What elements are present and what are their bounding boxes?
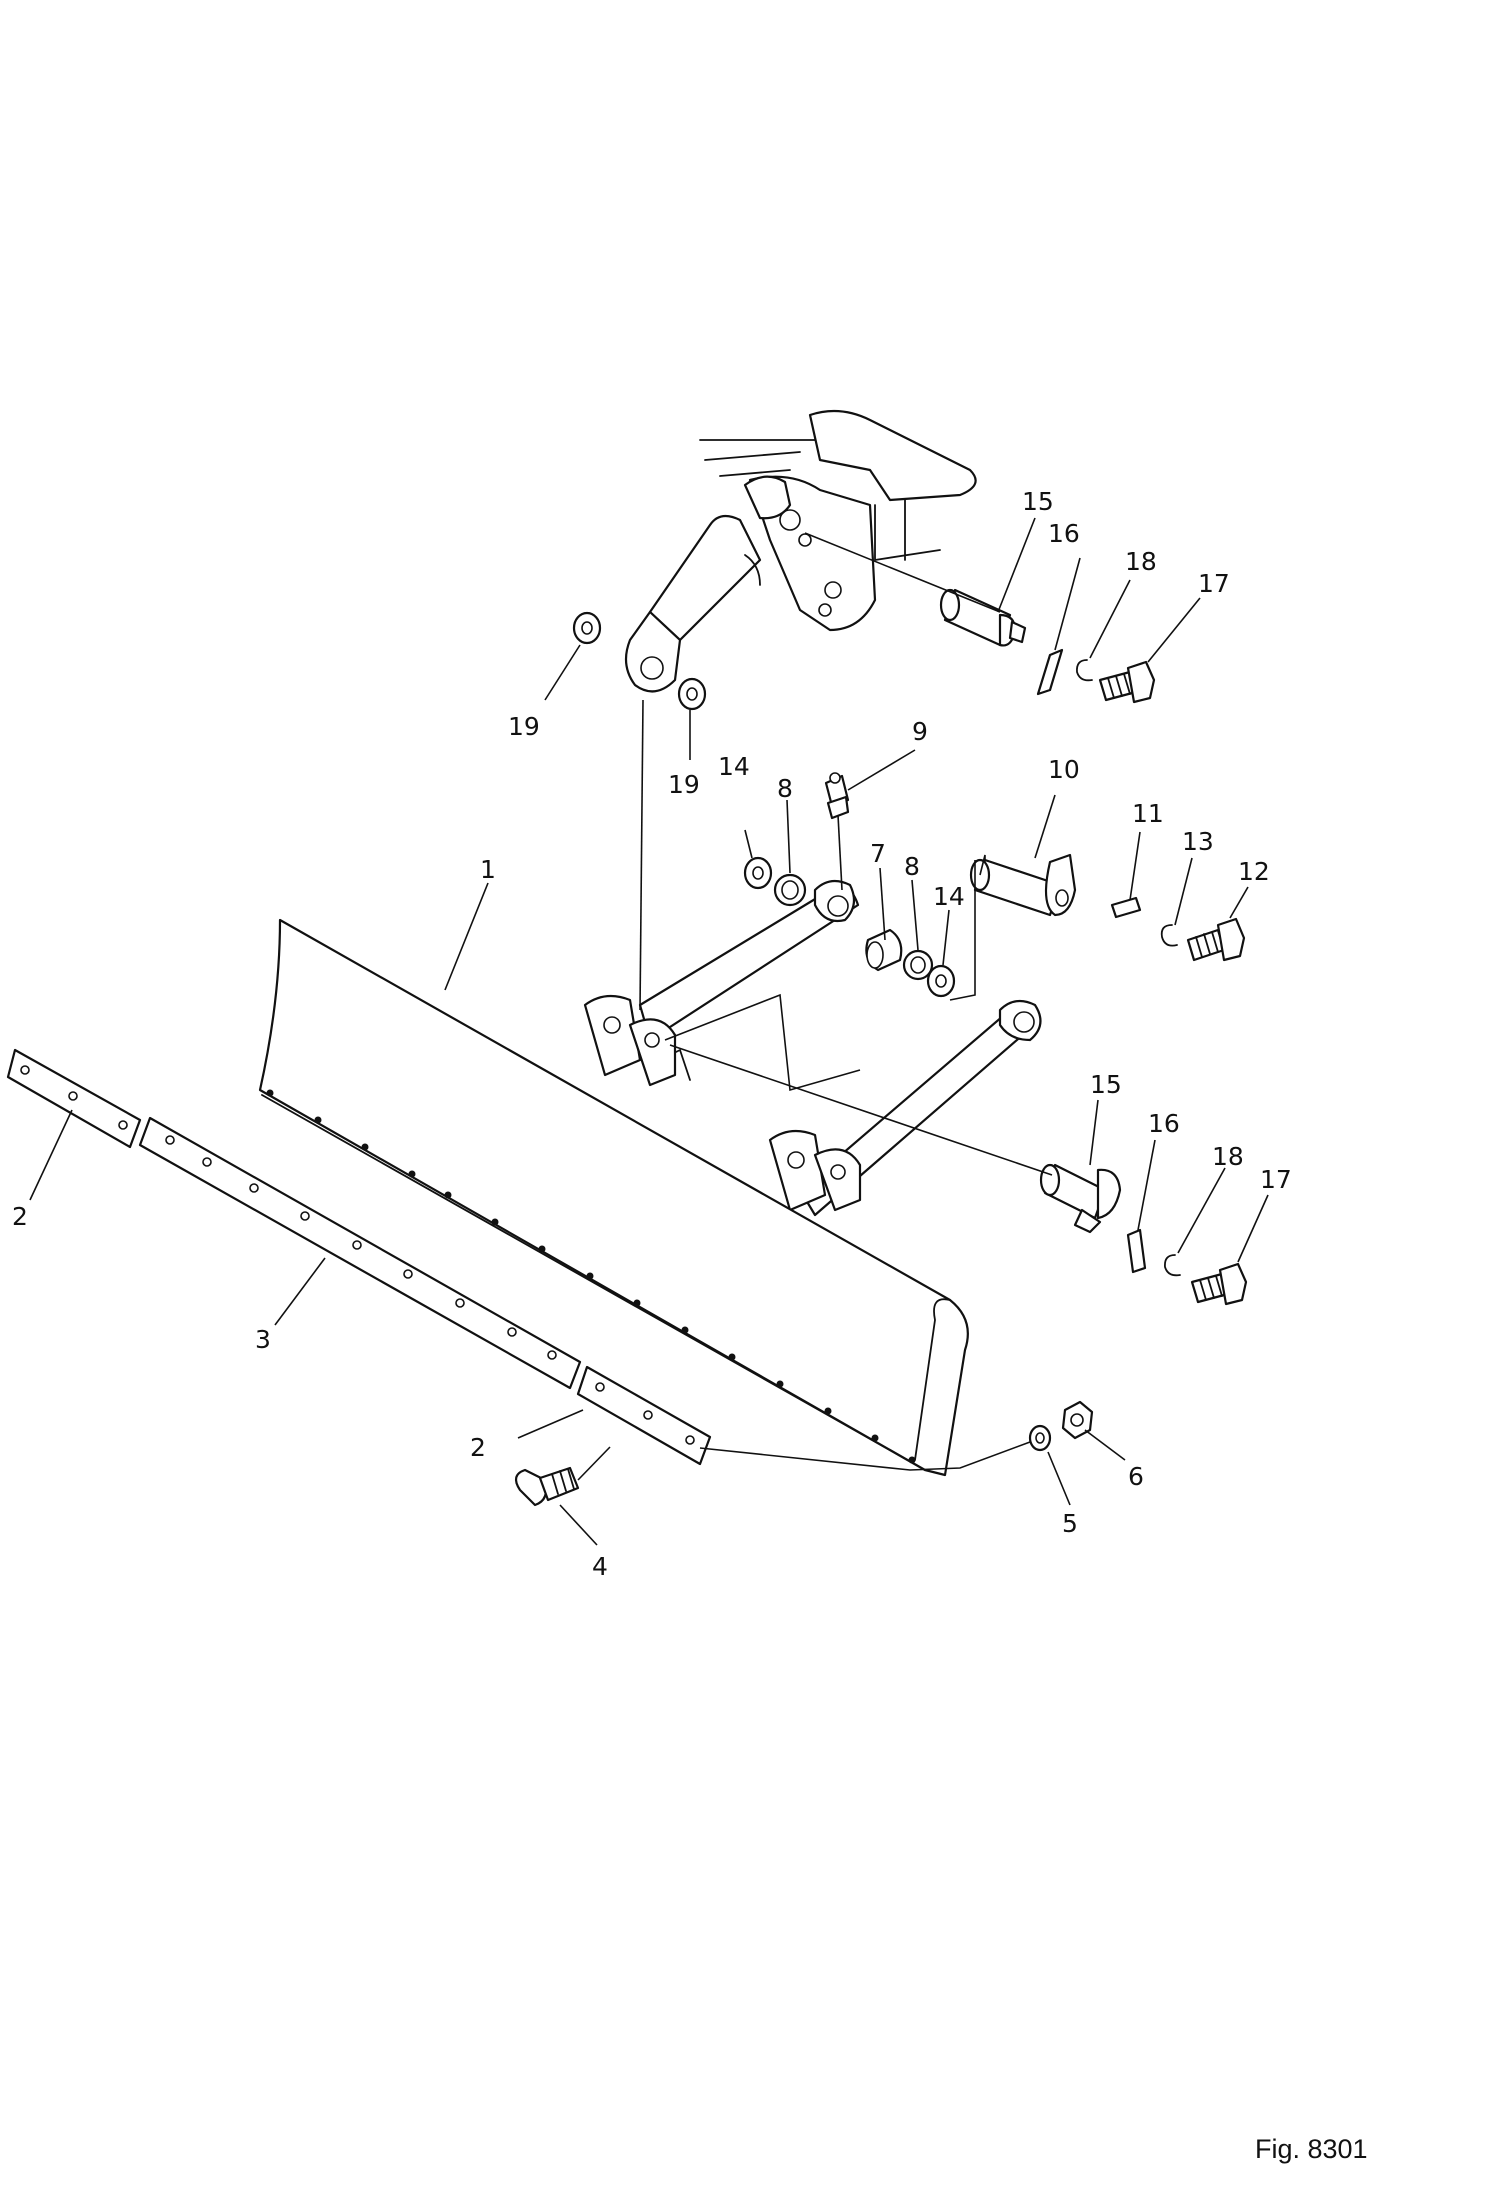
callout-11: 11 [1132, 799, 1164, 828]
seal-8-lower [902, 949, 934, 981]
callout-16-lower: 16 [1148, 1109, 1180, 1138]
callout-19-left: 19 [508, 712, 540, 741]
callout-12: 12 [1238, 857, 1270, 886]
lock-plate-16-upper [1036, 648, 1064, 696]
callout-8-lower: 8 [904, 852, 920, 881]
callout-2-left: 2 [12, 1202, 28, 1231]
callout-15-upper: 15 [1022, 487, 1054, 516]
callout-14-upper: 14 [718, 752, 750, 781]
push-arms [583, 879, 1042, 1217]
lock-plate-11 [1110, 896, 1142, 919]
bolt-12 [1186, 917, 1246, 962]
callout-3: 3 [255, 1325, 271, 1354]
machine-frame-bracket [624, 409, 977, 693]
lock-plate-16-lower [1126, 1228, 1147, 1274]
pin-10 [969, 853, 1077, 917]
callout-9: 9 [912, 717, 928, 746]
callout-2-right: 2 [470, 1433, 486, 1462]
blade-bolt-holes [266, 1089, 916, 1464]
seal-8-upper [773, 873, 807, 907]
callout-18-lower: 18 [1212, 1142, 1244, 1171]
callout-14-lower: 14 [933, 882, 965, 911]
nut-6 [1061, 1400, 1094, 1440]
grease-nipple-9 [824, 772, 850, 820]
callout-8-upper: 8 [777, 774, 793, 803]
washer-19-left [572, 611, 602, 645]
washer-14-upper [743, 856, 773, 890]
callout-1: 1 [480, 855, 496, 884]
pin-15-upper [939, 588, 1027, 647]
washer-14-lower [926, 964, 956, 998]
callout-15-lower: 15 [1090, 1070, 1122, 1099]
circlip-18-upper [1076, 659, 1093, 682]
bushing-7 [865, 928, 903, 972]
callout-16-upper: 16 [1048, 519, 1080, 548]
circlip-13 [1160, 924, 1178, 947]
callout-17-upper: 17 [1198, 569, 1230, 598]
circlip-18-lower [1164, 1254, 1181, 1277]
callout-5: 5 [1062, 1509, 1078, 1538]
callout-4: 4 [592, 1552, 608, 1581]
callout-6: 6 [1128, 1462, 1144, 1491]
washer-19-right [677, 677, 707, 711]
callout-13: 13 [1182, 827, 1214, 856]
callout-18-upper: 18 [1125, 547, 1157, 576]
pin-15-lower [1039, 1163, 1122, 1234]
callout-17-lower: 17 [1260, 1165, 1292, 1194]
callout-7: 7 [870, 839, 886, 868]
callout-labels: 1 2 2 3 4 5 6 7 8 8 9 10 11 12 13 14 14 … [12, 487, 1292, 1581]
assembly-lines [577, 532, 1053, 1481]
cutting-edge-3 [138, 1116, 582, 1390]
dozer-blade [258, 918, 969, 1477]
callout-19-right: 19 [668, 770, 700, 799]
callout-10: 10 [1048, 755, 1080, 784]
figure-label: Fig. 8301 [1255, 2134, 1368, 2164]
plow-bolt-4 [514, 1466, 580, 1507]
end-bit-left-2 [6, 1048, 142, 1149]
end-bit-right-2 [576, 1365, 712, 1466]
washer-5 [1028, 1424, 1052, 1452]
bolt-17-lower [1190, 1262, 1248, 1306]
callout-leaders [29, 517, 1269, 1546]
bolt-17-upper [1098, 660, 1156, 704]
